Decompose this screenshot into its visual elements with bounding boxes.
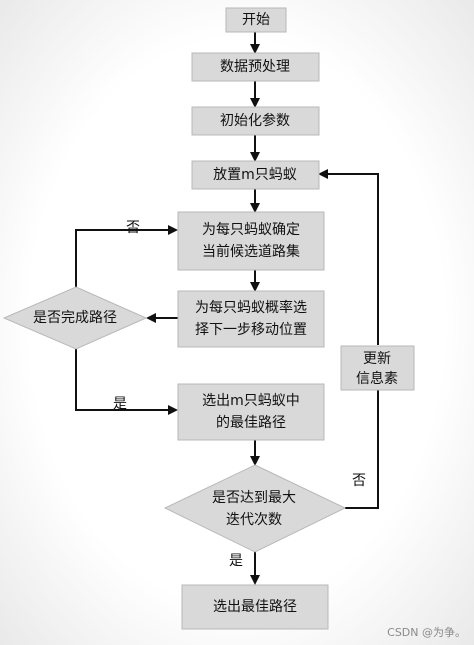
node-place-ants: 放置m只蚂蚁 bbox=[191, 160, 320, 190]
edge-label-max-iter-no: 否 bbox=[352, 473, 366, 489]
node-place-ants-label: 放置m只蚂蚁 bbox=[213, 167, 297, 183]
edge-label-max-iter-yes: 是 bbox=[229, 553, 243, 569]
edge-label-path-done-yes: 是 bbox=[113, 396, 127, 412]
edge-path-done-yes bbox=[75, 349, 178, 415]
node-preprocess-label: 数据预处理 bbox=[220, 59, 290, 75]
node-best-of-m: 选出m只蚂蚁中 的最佳路径 bbox=[177, 383, 325, 441]
node-select-next: 为每只蚂蚁概率选 择下一步移动位置 bbox=[177, 290, 325, 348]
node-output-best: 选出最佳路径 bbox=[181, 584, 329, 630]
node-start: 开始 bbox=[225, 7, 287, 33]
node-select-next-line2: 择下一步移动位置 bbox=[195, 322, 307, 338]
node-update-pheromone-line1: 更新 bbox=[363, 351, 391, 367]
node-update-pheromone: 更新 信息素 bbox=[340, 345, 415, 391]
node-init-params-label: 初始化参数 bbox=[220, 112, 290, 129]
edge-path-done-no bbox=[75, 225, 178, 287]
node-candidate-set: 为每只蚂蚁确定 当前候选道路集 bbox=[177, 211, 325, 271]
edge-max-iter-no bbox=[345, 390, 379, 509]
edge-update-to-place bbox=[318, 169, 379, 345]
connectors bbox=[75, 32, 379, 585]
node-update-pheromone-line2: 信息素 bbox=[356, 370, 398, 387]
node-max-iter: 是否达到最大 迭代次数 bbox=[163, 464, 347, 553]
node-best-of-m-line2: 的最佳路径 bbox=[216, 415, 286, 431]
node-start-label: 开始 bbox=[242, 12, 270, 28]
node-candidate-set-line1: 为每只蚂蚁确定 bbox=[202, 222, 300, 238]
node-best-of-m-line1: 选出m只蚂蚁中 bbox=[202, 393, 300, 409]
node-init-params: 初始化参数 bbox=[191, 106, 320, 136]
node-output-best-label: 选出最佳路径 bbox=[213, 599, 297, 615]
node-preprocess: 数据预处理 bbox=[191, 52, 320, 82]
watermark: CSDN @为争。 bbox=[387, 626, 466, 639]
node-max-iter-line2: 迭代次数 bbox=[226, 512, 282, 528]
node-select-next-line1: 为每只蚂蚁概率选 bbox=[195, 299, 307, 316]
node-candidate-set-line2: 当前候选道路集 bbox=[202, 243, 300, 260]
node-path-done-label: 是否完成路径 bbox=[33, 310, 117, 326]
edge-label-path-done-no: 否 bbox=[126, 220, 140, 236]
node-max-iter-line1: 是否达到最大 bbox=[212, 490, 296, 506]
node-path-done: 是否完成路径 bbox=[2, 286, 148, 350]
